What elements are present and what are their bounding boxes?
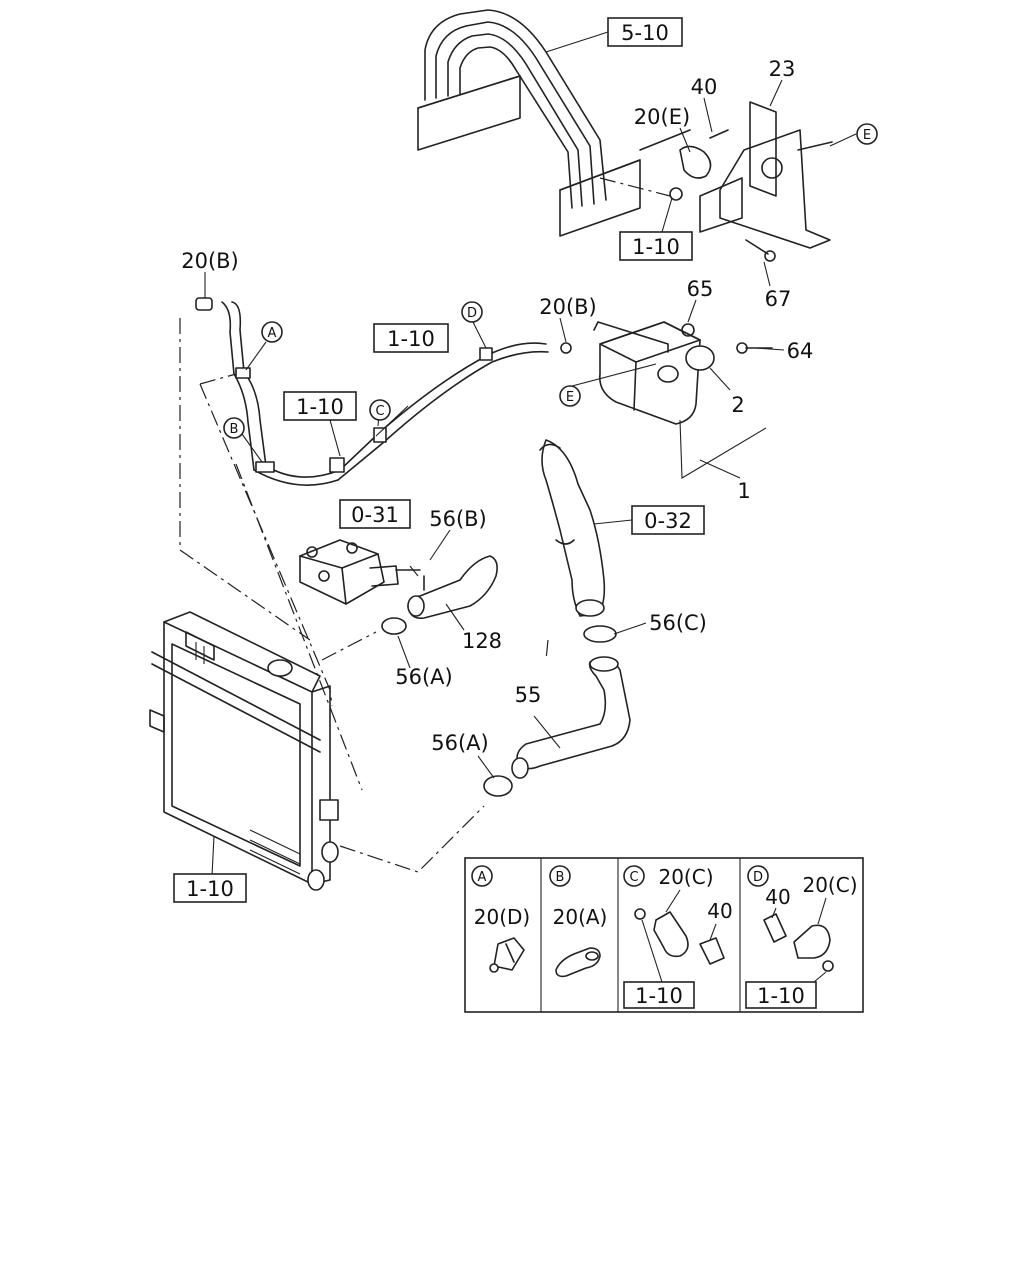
callout-1: 1 [737,479,750,503]
ref-box-1-10-top[interactable]: 1-10 [619,231,693,261]
top-bracket [669,101,833,262]
leader-lines [204,31,857,877]
reserve-tank [593,321,715,425]
detail-d-ref: 1-10 [757,984,805,1008]
detail-b-part: 20(A) [553,905,608,929]
detail-d-part-clip: 20(C) [802,873,857,897]
ref-box-5-10[interactable]: 5-10 [607,17,683,47]
callout-65: 65 [687,277,714,301]
radiator [149,611,339,891]
marker-c: C [369,399,391,421]
callout-20b-left: 20(B) [181,249,239,273]
detail-b-marker: B [556,870,565,885]
detail-cell-b: B 20(A) [549,865,608,978]
upper-hose-128 [407,555,498,620]
callouts: 40 23 20(E) 67 20(B) 20(B) 65 64 2 1 56(… [181,57,813,755]
callout-23: 23 [769,57,796,81]
ref-box-0-32[interactable]: 0-32 [631,505,705,535]
callout-56c: 56(C) [649,611,707,635]
marker-c-label: C [375,404,384,419]
marker-d-label: D [467,306,477,321]
marker-a: A [261,321,283,343]
ref-1-10-top-label: 1-10 [632,235,680,259]
callout-55: 55 [515,683,542,707]
detail-table: A 20(D) B 20(A) C 20(C) 40 1 [464,857,864,1013]
detail-c-part-bolt: 40 [707,899,732,923]
detail-cell-a: A 20(D) [471,865,530,973]
marker-b: B [223,417,245,439]
dash-lines [179,318,549,873]
detail-d-part-bolt: 40 [765,885,790,909]
ref-box-0-31[interactable]: 0-31 [339,499,411,529]
lower-hose-55 [511,656,631,779]
ref-1-10-bottom-label: 1-10 [186,877,234,901]
detail-cell-c: C 20(C) 40 1-10 [623,865,733,1009]
detail-a-part: 20(D) [474,905,530,929]
guard-frame [417,9,691,237]
detail-d-marker: D [753,870,763,885]
detail-c-ref: 1-10 [635,984,683,1008]
ref-0-31-label: 0-31 [351,503,399,527]
marker-b-label: B [230,422,239,437]
ref-0-32-label: 0-32 [644,509,692,533]
ref-box-1-10-hose[interactable]: 1-10 [373,323,449,353]
callout-64: 64 [787,339,814,363]
marker-e-tank: E [559,385,581,407]
ref-1-10-left-label: 1-10 [296,395,344,419]
callout-56a-bottom: 56(A) [431,731,488,755]
marker-e-top: E [856,123,878,145]
marker-e-top-label: E [863,128,871,143]
detail-a-marker: A [478,870,487,885]
intake-pipe [539,439,617,643]
callout-56a-top: 56(A) [395,665,452,689]
detail-cell-d: D 40 20(C) 1-10 [745,865,858,1009]
marker-d: D [461,301,483,323]
callout-56b: 56(B) [429,507,487,531]
callout-67: 67 [765,287,792,311]
callout-40-top: 40 [691,75,718,99]
hose-clamp-upper [381,617,513,797]
thermostat-housing [299,539,421,605]
callout-2: 2 [731,393,744,417]
detail-c-part-top: 20(C) [658,865,713,889]
marker-a-label: A [268,326,277,341]
detail-c-marker: C [629,870,638,885]
callout-20b-mid: 20(B) [539,295,597,319]
tank-fasteners [560,342,773,354]
ref-1-10-hose-label: 1-10 [387,327,435,351]
ref-box-1-10-left[interactable]: 1-10 [283,391,357,421]
ref-5-10-label: 5-10 [621,21,669,45]
callout-20e: 20(E) [634,105,690,129]
callout-128: 128 [462,629,502,653]
overflow-hose [195,297,549,486]
marker-e-tank-label: E [566,390,574,405]
ref-box-1-10-bottom[interactable]: 1-10 [173,873,247,903]
